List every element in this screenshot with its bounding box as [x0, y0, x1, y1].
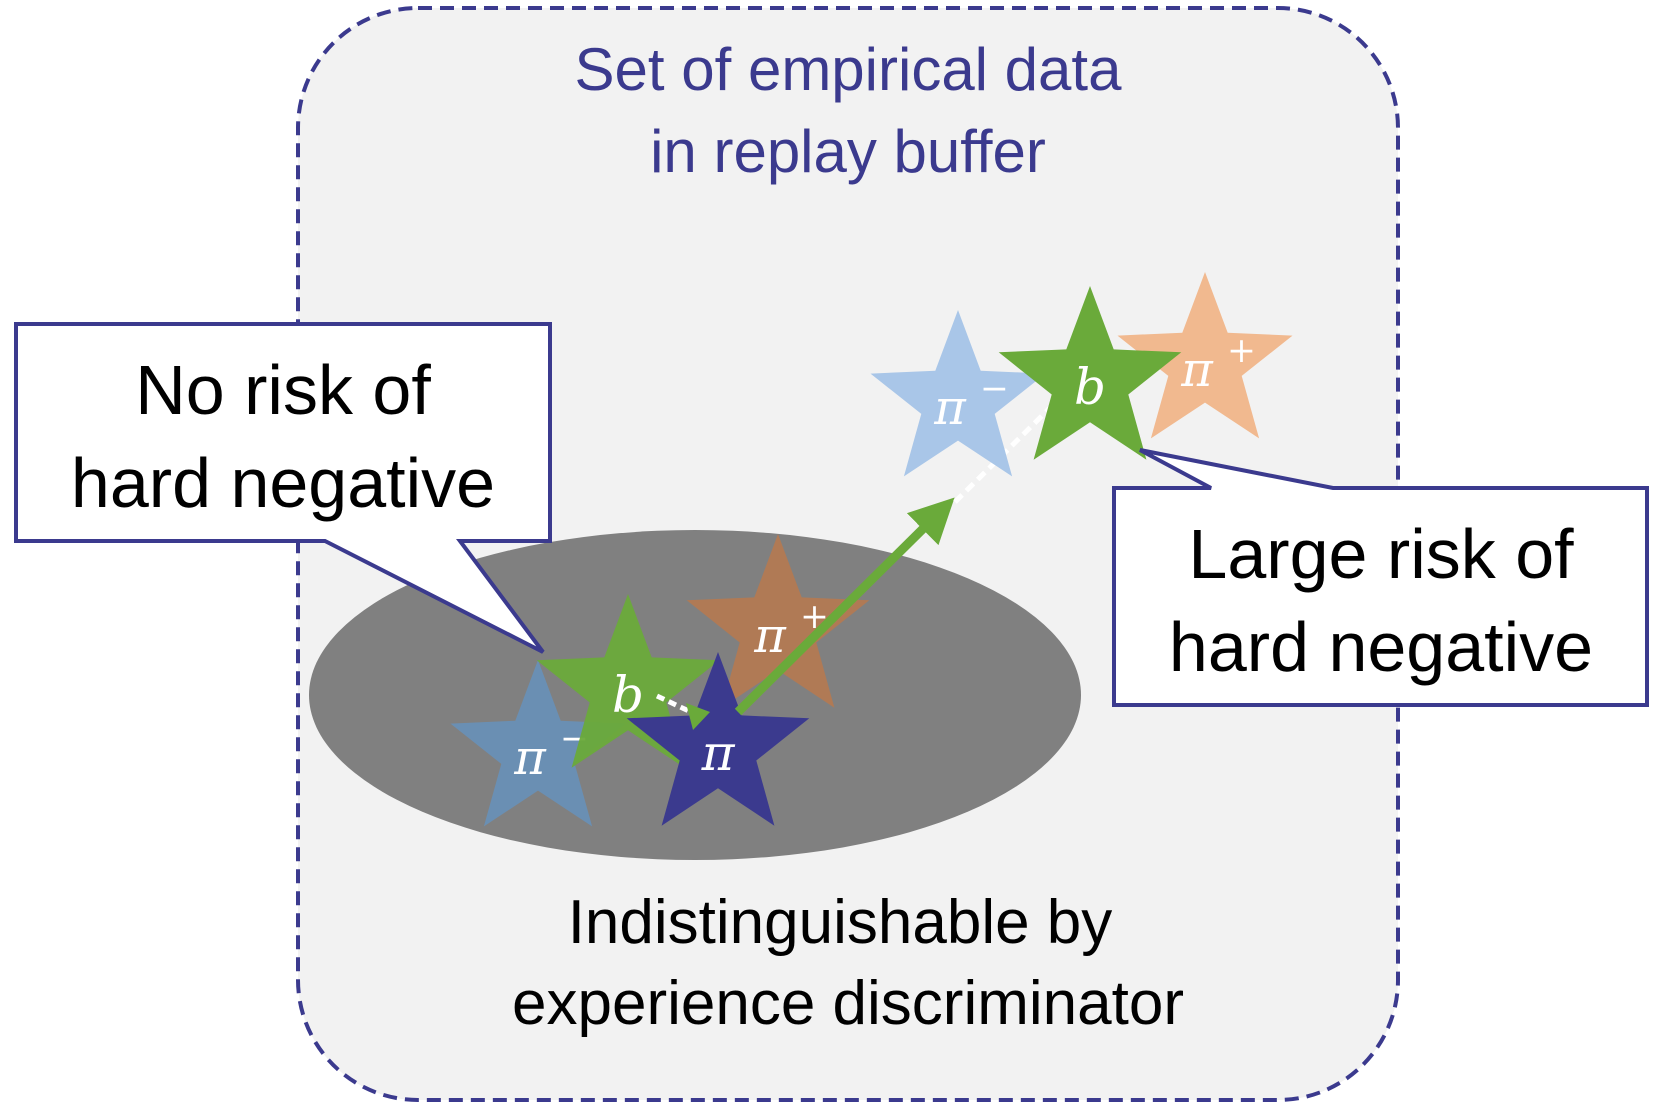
star-b-inside-label: b — [612, 666, 644, 724]
panel-title-line1: Set of empirical data — [575, 36, 1123, 103]
star-pi-minus-outside: π− — [870, 310, 1046, 477]
star-pi-plus-outside-superscript: + — [1227, 331, 1256, 371]
region-label-line1: Indistinguishable by — [568, 888, 1113, 957]
left-callout-line1: No risk of — [135, 351, 431, 429]
star-pi-inside-label: π — [701, 724, 736, 782]
dashed-line-outside — [953, 393, 1065, 504]
star-pi-minus-inside-shape — [450, 660, 626, 827]
star-pi-plus-inside-shape — [686, 534, 870, 708]
star-b-inside: b — [536, 594, 720, 768]
panel-title-line2: in replay buffer — [650, 118, 1046, 185]
star-pi-minus-outside-label: π — [933, 380, 967, 436]
star-pi-inside-shape — [626, 652, 810, 826]
right-callout-box — [1112, 448, 1649, 707]
star-pi-minus-inside-label: π — [513, 730, 547, 786]
arrow-pi-to-outside — [734, 497, 955, 716]
star-pi-minus-outside-superscript: − — [980, 369, 1009, 409]
star-b-outside-label: b — [1074, 358, 1106, 416]
inside-star-group: π−bπ+π — [450, 534, 870, 827]
outside-star-group: π−π+b — [870, 272, 1293, 477]
star-b-outside: b — [998, 286, 1182, 460]
star-pi-plus-outside: π+ — [1117, 272, 1293, 439]
left-callout-line2: hard negative — [71, 444, 495, 522]
left-callout-box — [14, 322, 552, 654]
region-label-line2: experience discriminator — [512, 969, 1184, 1038]
star-pi-inside: π — [626, 652, 810, 826]
right-callout-line2: hard negative — [1169, 608, 1593, 686]
star-pi-plus-inside-label: π — [753, 608, 787, 664]
star-pi-minus-outside-shape — [870, 310, 1046, 477]
star-b-inside-shape — [536, 594, 720, 768]
right-callout-line1: Large risk of — [1188, 515, 1574, 593]
dashed-arrow-b-to-pi — [655, 693, 695, 716]
small-arrowhead-b-to-pi — [686, 703, 710, 730]
star-pi-plus-outside-shape — [1117, 272, 1293, 439]
star-pi-plus-outside-label: π — [1180, 342, 1214, 398]
star-b-outside-shape — [998, 286, 1182, 460]
